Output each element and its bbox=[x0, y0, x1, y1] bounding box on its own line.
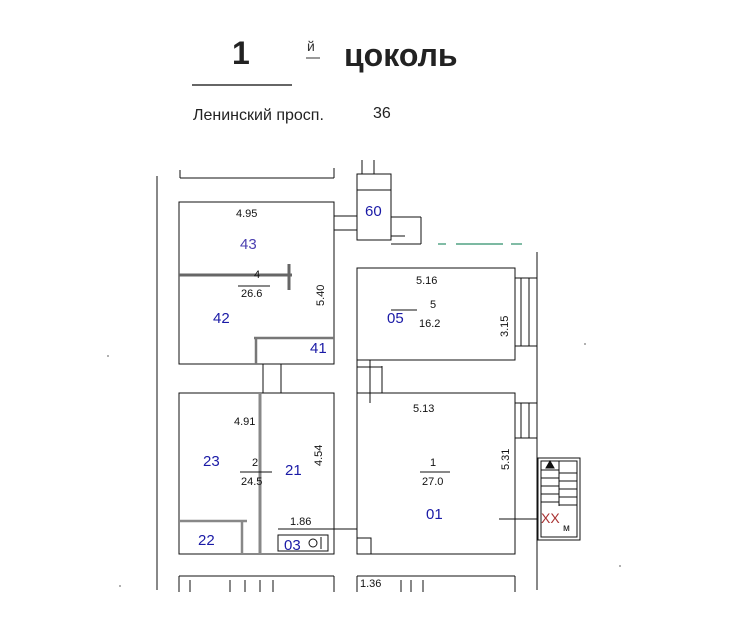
label-05: 05 bbox=[387, 310, 404, 327]
room-4-top-dim: 4.95 bbox=[236, 208, 257, 220]
room-1-top-dim: 5.13 bbox=[413, 403, 434, 415]
room-5-side-dim: 3.15 bbox=[499, 316, 511, 337]
room-1 bbox=[356, 392, 537, 555]
exterior-stairs bbox=[537, 457, 581, 541]
house-number: 36 bbox=[373, 105, 391, 122]
room-2-area: 24.5 bbox=[241, 476, 262, 488]
room-5 bbox=[356, 267, 537, 361]
passages bbox=[262, 360, 383, 403]
entrance-60 bbox=[334, 160, 422, 245]
room-5-area: 16.2 bbox=[419, 318, 440, 330]
label-01: 01 bbox=[426, 506, 443, 523]
room-5-number: 5 bbox=[430, 299, 436, 311]
floor-word: цоколь bbox=[344, 37, 458, 73]
label-41: 41 bbox=[310, 340, 327, 357]
room-2-number: 2 bbox=[252, 457, 258, 469]
scan-dots bbox=[107, 343, 621, 587]
corridor-dim: 1.86 bbox=[290, 516, 311, 528]
room-1-area: 27.0 bbox=[422, 476, 443, 488]
label-23: 23 bbox=[203, 453, 220, 470]
room-2-top-dim: 4.91 bbox=[234, 416, 255, 428]
label-03: 03 bbox=[284, 537, 301, 554]
label-60: 60 bbox=[365, 203, 382, 220]
label-43: 43 bbox=[240, 236, 257, 253]
bottom-rooms bbox=[178, 575, 516, 592]
building-outline bbox=[156, 168, 538, 590]
street-name: Ленинский просп. bbox=[193, 107, 324, 124]
room-1-number: 1 bbox=[430, 457, 436, 469]
label-22: 22 bbox=[198, 532, 215, 549]
room-4-number: 4 bbox=[254, 269, 260, 281]
m-mark: м bbox=[563, 523, 570, 534]
room-4-side-dim: 5.40 bbox=[315, 285, 327, 306]
corridor bbox=[277, 528, 357, 552]
room-5-top-dim: 5.16 bbox=[416, 275, 437, 287]
xx-mark: XX bbox=[541, 510, 560, 526]
label-21: 21 bbox=[285, 462, 302, 479]
room-4 bbox=[178, 201, 335, 365]
floor-number: 1 bbox=[232, 35, 250, 71]
label-42: 42 bbox=[213, 310, 230, 327]
room-1-side-dim: 5.31 bbox=[500, 449, 512, 470]
room-2-side-dim: 4.54 bbox=[313, 445, 325, 466]
bottom-dim: 1.36 bbox=[360, 578, 381, 590]
room-4-area: 26.6 bbox=[241, 288, 262, 300]
floor-suffix: й bbox=[307, 38, 315, 54]
room-2 bbox=[178, 392, 335, 555]
